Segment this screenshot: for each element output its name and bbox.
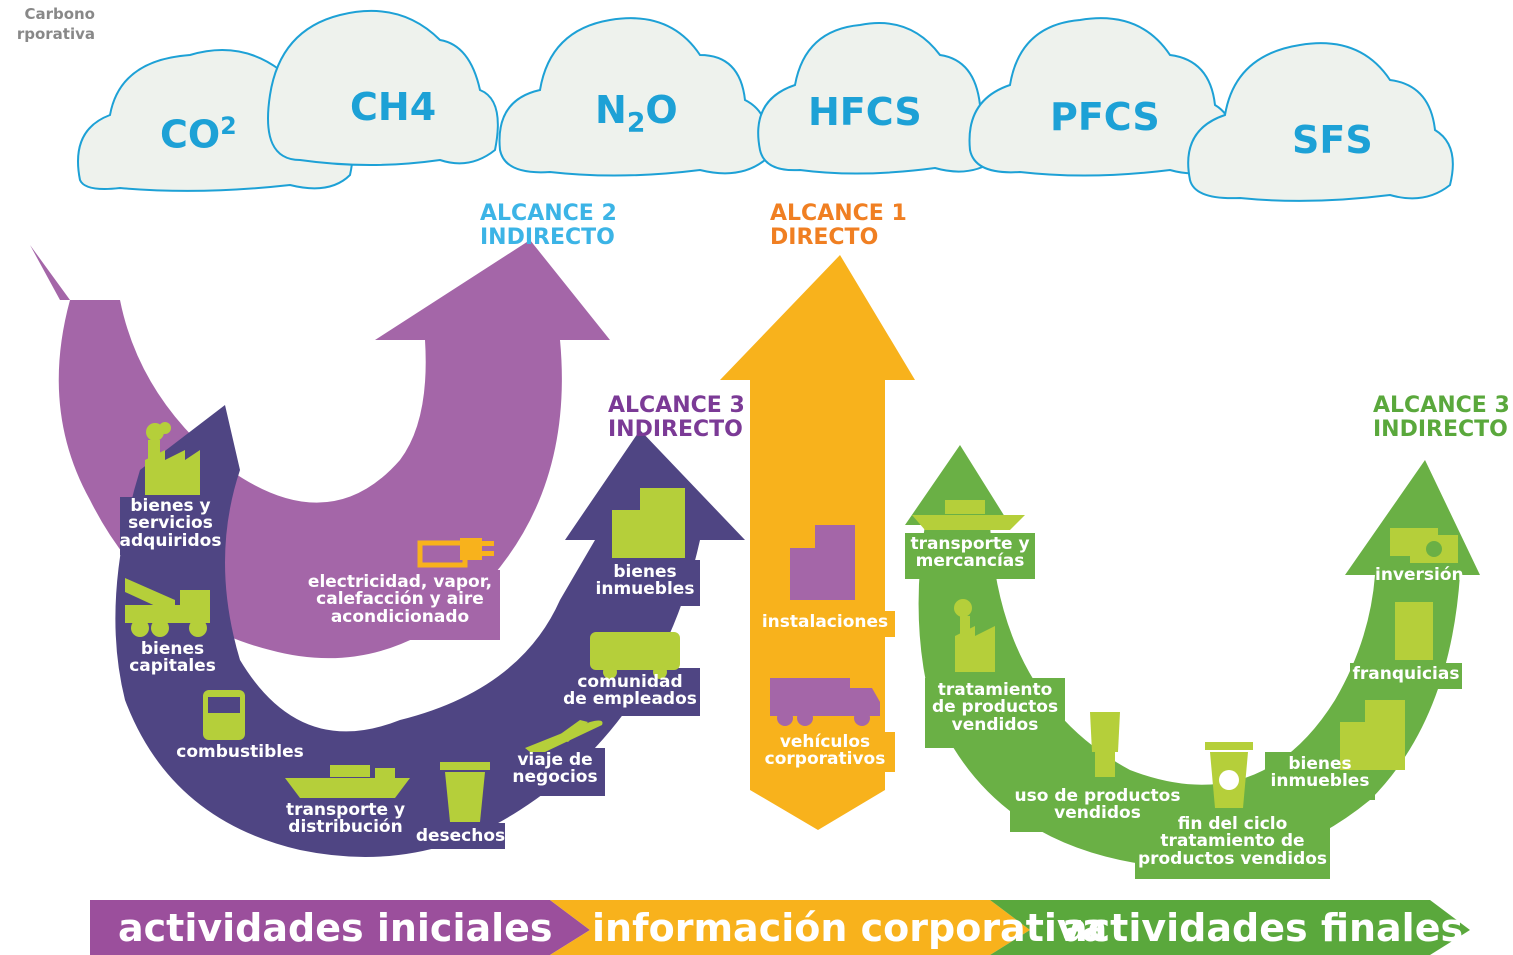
item-electricity: electricidad, vapor, calefacción y aire … bbox=[307, 572, 493, 627]
corporate-truck-icon bbox=[770, 678, 880, 726]
cloud-band bbox=[77, 9, 1454, 202]
money-icon bbox=[1390, 528, 1458, 563]
item-waste: desechos bbox=[415, 826, 506, 846]
green-factory-icon bbox=[954, 599, 995, 672]
green-buildings-icon bbox=[1340, 700, 1405, 770]
cloud-ch4 bbox=[267, 9, 499, 166]
item-facilities: instalaciones bbox=[761, 612, 889, 632]
scope3-left-heading: ALCANCE 3 INDIRECTO bbox=[608, 393, 745, 442]
stage-initial-bg bbox=[90, 900, 590, 955]
lightbulb-icon bbox=[1090, 712, 1120, 777]
stage-initial-label: actividades iniciales bbox=[118, 906, 553, 950]
airplane-icon bbox=[525, 720, 603, 752]
stage-final-bg bbox=[990, 900, 1470, 955]
item-purchased-goods: bienes y servicios adquiridos bbox=[119, 496, 222, 551]
item-transport-distribution: transporte y distribución bbox=[285, 800, 406, 838]
factory-icon bbox=[145, 422, 200, 495]
gas-sfs: SFS bbox=[1292, 118, 1373, 162]
scope1-heading: ALCANCE 1 DIRECTO bbox=[770, 201, 907, 250]
cloud-sfs bbox=[1187, 42, 1454, 202]
item-end-of-life: fin del ciclo tratamiento de productos v… bbox=[1137, 814, 1328, 869]
ship-icon bbox=[285, 765, 410, 798]
gas-ch4: CH4 bbox=[350, 85, 437, 129]
gas-pfcs: PFCS bbox=[1050, 95, 1160, 139]
item-franchises: franquicias bbox=[1352, 664, 1460, 684]
facilities-icon bbox=[790, 525, 855, 600]
stage-final-label: actividades finales bbox=[1062, 906, 1464, 950]
cloud-pfcs bbox=[968, 17, 1234, 177]
item-capital-goods: bienes capitales bbox=[129, 639, 216, 677]
plug-icon bbox=[417, 538, 494, 568]
item-processing-sold: tratamiento de productos vendidos bbox=[931, 680, 1059, 735]
truck-front-icon bbox=[203, 690, 245, 740]
item-real-estate-right: bienes inmuebles bbox=[1270, 754, 1370, 792]
stage-bar bbox=[90, 900, 1470, 955]
tow-truck-icon bbox=[125, 578, 210, 637]
green-ship-icon bbox=[912, 500, 1025, 530]
item-transport-goods: transporte y mercancías bbox=[910, 534, 1030, 572]
scope3-right-heading: ALCANCE 3 INDIRECTO bbox=[1373, 393, 1510, 442]
trash-icon bbox=[440, 762, 490, 822]
corner-label-line1: Carbono bbox=[24, 5, 95, 23]
buildings-icon bbox=[612, 488, 685, 558]
item-real-estate-left: bienes inmuebles bbox=[595, 562, 695, 600]
bus-icon bbox=[590, 632, 680, 679]
corner-label-line2: rporativa bbox=[16, 24, 95, 43]
gas-n2o: N2O bbox=[595, 88, 678, 139]
cloud-n2o bbox=[498, 17, 769, 177]
item-employee-commuting: comunidad de empleados bbox=[563, 672, 697, 710]
scope2-heading: ALCANCE 2 INDIRECTO bbox=[480, 201, 617, 250]
scope3-left-arrow bbox=[115, 405, 745, 857]
corner-label: Carbono rporativa bbox=[0, 5, 95, 44]
recycle-bin-icon bbox=[1205, 742, 1253, 808]
gas-co2: CO2 bbox=[160, 112, 237, 157]
item-corporate-vehicles: vehículos corporativos bbox=[764, 732, 886, 770]
item-use-sold: uso de productos vendidos bbox=[1014, 786, 1181, 824]
label-boxes bbox=[120, 497, 1462, 879]
stage-corporate-bg bbox=[550, 900, 1030, 955]
stage-corporate-label: información corporativa bbox=[592, 906, 1108, 950]
item-business-travel: viaje de negocios bbox=[512, 750, 598, 788]
item-fuels: combustibles bbox=[176, 742, 304, 762]
gas-hfcs: HFCS bbox=[808, 90, 922, 134]
building-icon bbox=[1395, 602, 1433, 660]
item-investment: inversión bbox=[1375, 565, 1464, 585]
